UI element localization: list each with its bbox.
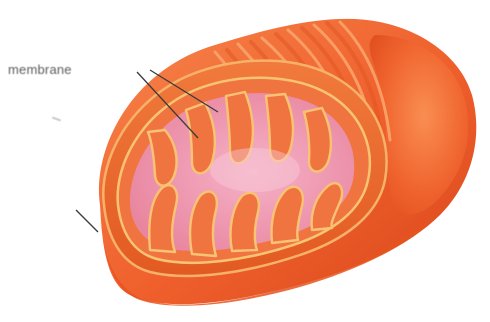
membrane-label: membrane: [8, 62, 72, 77]
crista-10: [304, 108, 331, 172]
matrix-highlight: [210, 148, 300, 192]
pointer-line-lower: [76, 210, 98, 232]
